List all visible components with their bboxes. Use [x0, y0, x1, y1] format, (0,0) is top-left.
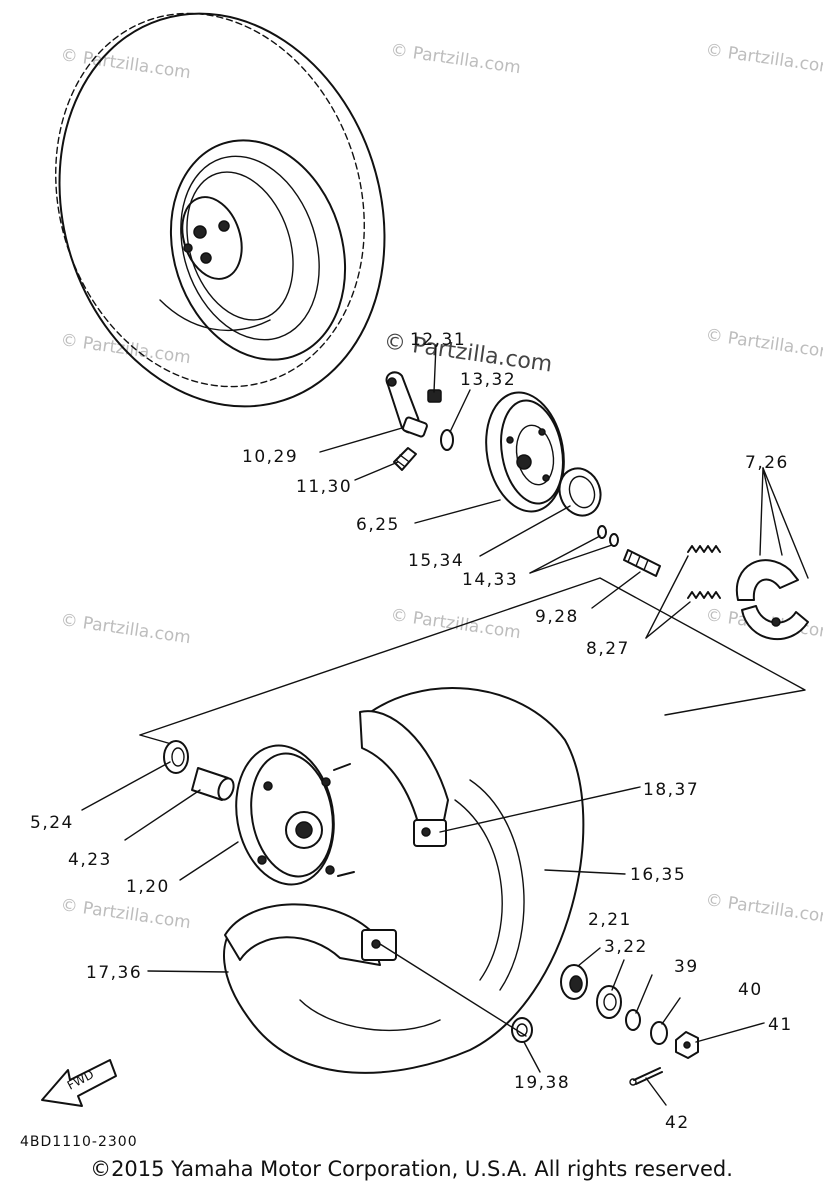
brake-shoe-set [735, 559, 809, 640]
callout-7-26: 7,26 [745, 453, 789, 473]
callout-42: 42 [665, 1113, 690, 1133]
axle-nut-41 [675, 1031, 699, 1059]
collar-39 [625, 1009, 641, 1031]
brake-camshaft-9 [623, 549, 661, 577]
callout-8-27: 8,27 [586, 639, 630, 659]
callout-12-31: 12,31 [410, 330, 466, 350]
callout-4-23: 4,23 [68, 850, 112, 870]
document-code: 4BD1110-2300 [20, 1134, 138, 1150]
callout-41: 41 [768, 1015, 793, 1035]
rim-half-18 [359, 710, 449, 847]
lever-bolt [393, 447, 417, 471]
callout-1-20: 1,20 [126, 877, 170, 897]
nut-19 [511, 1017, 533, 1043]
brake-drum [485, 391, 565, 513]
wheel-hub-1 [235, 744, 355, 886]
callout-9-28: 9,28 [535, 607, 579, 627]
o-ring-14 [597, 525, 619, 547]
oil-seal-15 [558, 467, 602, 517]
watermark: © Partzilla.com [704, 890, 823, 928]
cotter-pin-42 [629, 1067, 663, 1086]
callout-6-25: 6,25 [356, 515, 400, 535]
assembled-wheel-top [55, 12, 386, 408]
callout-17-36: 17,36 [86, 963, 142, 983]
spring-8-upper [687, 545, 721, 553]
watermark: © Partzilla.com [59, 610, 192, 648]
callout-5-24: 5,24 [30, 813, 74, 833]
leader-lines [81, 344, 809, 1106]
watermark: © Partzilla.com [59, 895, 192, 933]
brake-cam-lever [385, 371, 428, 438]
callout-40: 40 [738, 980, 763, 1000]
watermark: © Partzilla.com [389, 40, 522, 78]
spring-8-lower [687, 591, 721, 599]
tire-outer [223, 686, 585, 1074]
assembly-outline [139, 577, 806, 736]
collar-4 [191, 767, 235, 801]
washer-13 [440, 429, 454, 451]
fwd-arrow: FWD [41, 1059, 117, 1107]
tire-inner-lines [299, 779, 525, 1032]
washer-40 [650, 1021, 668, 1045]
watermark: © Partzilla.com [704, 40, 823, 78]
copyright-notice: ©2015 Yamaha Motor Corporation, U.S.A. A… [90, 1157, 733, 1181]
callout-3-22: 3,22 [604, 937, 648, 957]
callout-14-33: 14,33 [462, 570, 518, 590]
callout-labels: 12,31 13,32 10,29 11,30 6,25 15,34 14,33… [30, 330, 793, 1133]
callout-18-37: 18,37 [643, 780, 699, 800]
callout-10-29: 10,29 [242, 447, 298, 467]
callout-39: 39 [674, 957, 699, 977]
callout-2-21: 2,21 [588, 910, 632, 930]
oil-seal-3 [596, 985, 622, 1019]
watermark: © Partzilla.com [59, 45, 192, 83]
callout-15-34: 15,34 [408, 551, 464, 571]
callout-11-30: 11,30 [296, 477, 352, 497]
callout-13-32: 13,32 [460, 370, 516, 390]
bearing-2 [560, 964, 588, 1000]
oil-seal-5 [163, 740, 189, 774]
watermark: © Partzilla.com [704, 325, 823, 363]
callout-19-38: 19,38 [514, 1073, 570, 1093]
callout-16-35: 16,35 [630, 865, 686, 885]
